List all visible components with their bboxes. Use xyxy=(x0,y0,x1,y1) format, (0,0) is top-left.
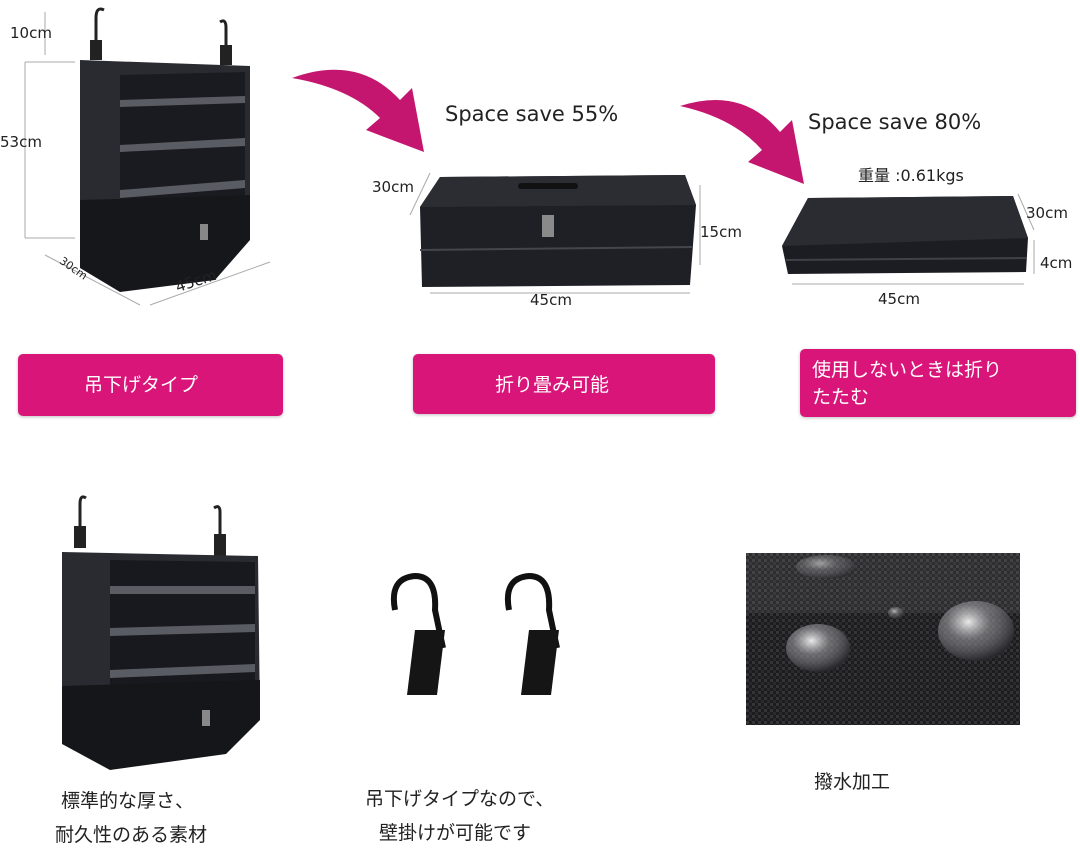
folded-bag-image xyxy=(409,172,701,294)
hook-caption-line1: 吊下げタイプなので、 xyxy=(365,788,555,810)
flat-depth-label: 30cm xyxy=(1026,204,1068,222)
height-label: 53cm xyxy=(0,133,42,151)
space-save-80-label: Space save 80% xyxy=(808,110,982,134)
hanging-type-label: 吊下げタイプ xyxy=(18,354,283,416)
material-caption-line1: 標準的な厚さ、 xyxy=(61,790,195,812)
hook-icon xyxy=(391,572,446,695)
hooks-photo xyxy=(391,572,560,695)
water-repellent-caption: 撥水加工 xyxy=(814,771,891,793)
hook-height-label: 10cm xyxy=(10,24,52,42)
hanging-organizer-image xyxy=(24,7,271,306)
space-save-55-label: Space save 55% xyxy=(445,102,619,126)
fold-when-unused-text: 使用しないときは折りたたむ xyxy=(812,359,1003,408)
flat-width-label: 45cm xyxy=(878,290,920,308)
hook-caption-line2: 壁掛けが可能です xyxy=(379,822,532,844)
fabric-photo xyxy=(746,553,1020,725)
flat-bag-image xyxy=(782,193,1035,285)
foldable-text: 折り畳み可能 xyxy=(495,374,610,396)
curved-arrow-icon xyxy=(292,69,424,152)
hook-icon xyxy=(505,572,560,695)
material-caption: 標準的な厚さ、 耐久性のある素材 xyxy=(55,784,275,852)
material-caption-line2: 耐久性のある素材 xyxy=(55,824,208,846)
fold-when-unused-label: 使用しないときは折りたたむ xyxy=(800,349,1076,417)
hook-caption: 吊下げタイプなので、 壁掛けが可能です xyxy=(365,782,605,850)
curved-arrow-icon xyxy=(680,99,804,184)
folded-depth-label: 30cm xyxy=(372,178,414,196)
folded-height-label: 15cm xyxy=(700,223,742,241)
hanging-type-text: 吊下げタイプ xyxy=(84,374,199,396)
flat-height-label: 4cm xyxy=(1040,254,1073,272)
folded-width-label: 45cm xyxy=(530,291,572,309)
weight-label: 重量 :0.61kgs xyxy=(858,166,964,185)
foldable-label: 折り畳み可能 xyxy=(413,354,715,414)
organizer-photo xyxy=(62,495,260,770)
